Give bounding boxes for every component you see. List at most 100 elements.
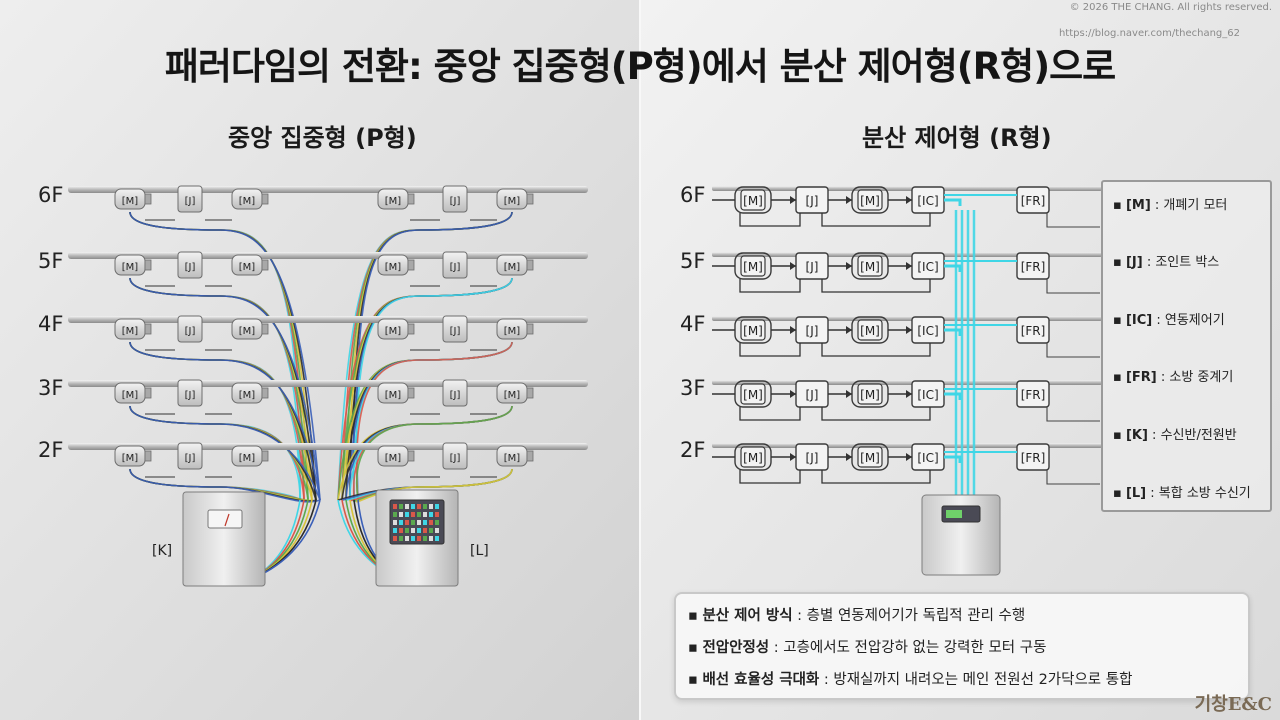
indicator-lamp bbox=[417, 504, 421, 509]
arrow-head bbox=[790, 390, 796, 398]
fire-relay: [FR] bbox=[1016, 252, 1050, 280]
indicator-lamp bbox=[405, 528, 409, 533]
motor-unit: [M] bbox=[377, 445, 415, 467]
motor-shaft bbox=[144, 193, 152, 205]
legend-item: ▪ [FR] : 소방 중계기 bbox=[1113, 370, 1234, 385]
blog-url: https://blog.naver.com/thechang_62 bbox=[1058, 28, 1240, 39]
device-label: [M] bbox=[385, 453, 402, 464]
wire bbox=[129, 405, 321, 501]
device-label: [J] bbox=[185, 326, 196, 337]
indicator-lamp bbox=[399, 512, 403, 517]
joint-box-body bbox=[442, 251, 468, 279]
central-system-diagram: [M] [J] [M] [M] [J] [M] [M] [J] [M] [M] [J] [M] [M] [… bbox=[68, 185, 588, 587]
indicator-lamp bbox=[429, 520, 433, 525]
arrow-head bbox=[846, 262, 852, 270]
arrow-head bbox=[846, 196, 852, 204]
right-floor-label: 2F bbox=[680, 438, 706, 462]
panel-k bbox=[182, 491, 266, 587]
panel-k-body bbox=[182, 491, 266, 587]
indicator-lamp bbox=[399, 520, 403, 525]
joint-box: [J] bbox=[442, 185, 468, 213]
motor-shaft bbox=[526, 193, 534, 205]
motor-core bbox=[857, 255, 883, 277]
device-label: [M] bbox=[385, 262, 402, 273]
motor-shaft bbox=[526, 387, 534, 399]
motor-unit: [M] bbox=[114, 445, 152, 467]
motor-unit: [M] bbox=[496, 445, 534, 467]
indicator-lamp bbox=[405, 520, 409, 525]
indicator-lamp bbox=[435, 536, 439, 541]
joint-box-body bbox=[442, 442, 468, 470]
device-label: [M] bbox=[860, 324, 880, 338]
indicator-lamp bbox=[417, 520, 421, 525]
power-branch bbox=[944, 264, 962, 272]
legend-item: ▪ [J] : 조인트 박스 bbox=[1113, 255, 1220, 270]
left-floor-label: 2F bbox=[38, 438, 64, 462]
arrow-head bbox=[906, 262, 912, 270]
arrow-head bbox=[906, 390, 912, 398]
joint-box: [J] bbox=[442, 379, 468, 407]
wire bbox=[129, 277, 321, 501]
motor-unit: [M] bbox=[496, 188, 534, 210]
panel-l bbox=[375, 489, 459, 587]
device-label: [J] bbox=[185, 262, 196, 273]
device-label: [M] bbox=[385, 390, 402, 401]
joint-box: [J] bbox=[177, 379, 203, 407]
joint-box: [J] bbox=[177, 185, 203, 213]
indicator-lamp bbox=[423, 504, 427, 509]
joint-box: [J] bbox=[795, 316, 829, 344]
device-label: [M] bbox=[239, 196, 256, 207]
legend-item: ▪ [L] : 복합 소방 수신기 bbox=[1113, 486, 1251, 501]
motor-unit: [M] bbox=[734, 316, 772, 344]
indicator-lamp bbox=[429, 528, 433, 533]
return-wire bbox=[821, 343, 931, 357]
indicator-lamp bbox=[411, 536, 415, 541]
device-label: [M] bbox=[385, 196, 402, 207]
brand-logo: 기창E&C bbox=[1194, 694, 1272, 715]
device-label: [FR] bbox=[1021, 451, 1046, 465]
joint-box-body bbox=[177, 251, 203, 279]
device-label: [J] bbox=[806, 260, 819, 274]
indicator-lamp bbox=[423, 512, 427, 517]
motor-core bbox=[857, 319, 883, 341]
right-subtitle: 분산 제어형 (R형) bbox=[862, 124, 1052, 152]
device-label: [M] bbox=[385, 326, 402, 337]
joint-box: [J] bbox=[795, 186, 829, 214]
arrow-head bbox=[846, 390, 852, 398]
indicator-lamp bbox=[405, 512, 409, 517]
device-outline bbox=[1016, 443, 1050, 471]
power-branch bbox=[944, 392, 962, 400]
motor-shaft bbox=[526, 323, 534, 335]
device-label: [M] bbox=[860, 388, 880, 402]
joint-box: [J] bbox=[795, 380, 829, 408]
device-label: [J] bbox=[806, 388, 819, 402]
motor-shaft bbox=[407, 387, 415, 399]
arrow-head bbox=[906, 453, 912, 461]
fire-relay: [FR] bbox=[1016, 186, 1050, 214]
device-label: [J] bbox=[185, 196, 196, 207]
indicator-lamp bbox=[429, 536, 433, 541]
indicator-lamp bbox=[411, 512, 415, 517]
motor-shaft bbox=[261, 193, 269, 205]
return-wire bbox=[739, 343, 801, 357]
joint-box: [J] bbox=[177, 442, 203, 470]
indicator-lamp bbox=[411, 528, 415, 533]
interlock-controller: [IC] bbox=[911, 380, 945, 408]
indicator-lamp bbox=[435, 528, 439, 533]
device-label: [M] bbox=[122, 390, 139, 401]
indicator-lamp bbox=[399, 504, 403, 509]
power-branch bbox=[944, 328, 962, 336]
return-wire bbox=[821, 470, 931, 484]
device-label: [J] bbox=[450, 196, 461, 207]
motor-core bbox=[857, 446, 883, 468]
indicator-lamp bbox=[429, 512, 433, 517]
leader-line bbox=[1046, 470, 1100, 485]
device-label: [J] bbox=[450, 326, 461, 337]
device-label: [J] bbox=[450, 453, 461, 464]
motor-shaft bbox=[407, 323, 415, 335]
motor-core bbox=[740, 319, 766, 341]
motor-unit: [M] bbox=[231, 318, 269, 340]
joint-box-body bbox=[442, 315, 468, 343]
leader-line bbox=[1046, 213, 1100, 228]
panel-k-label: [K] bbox=[152, 543, 173, 559]
